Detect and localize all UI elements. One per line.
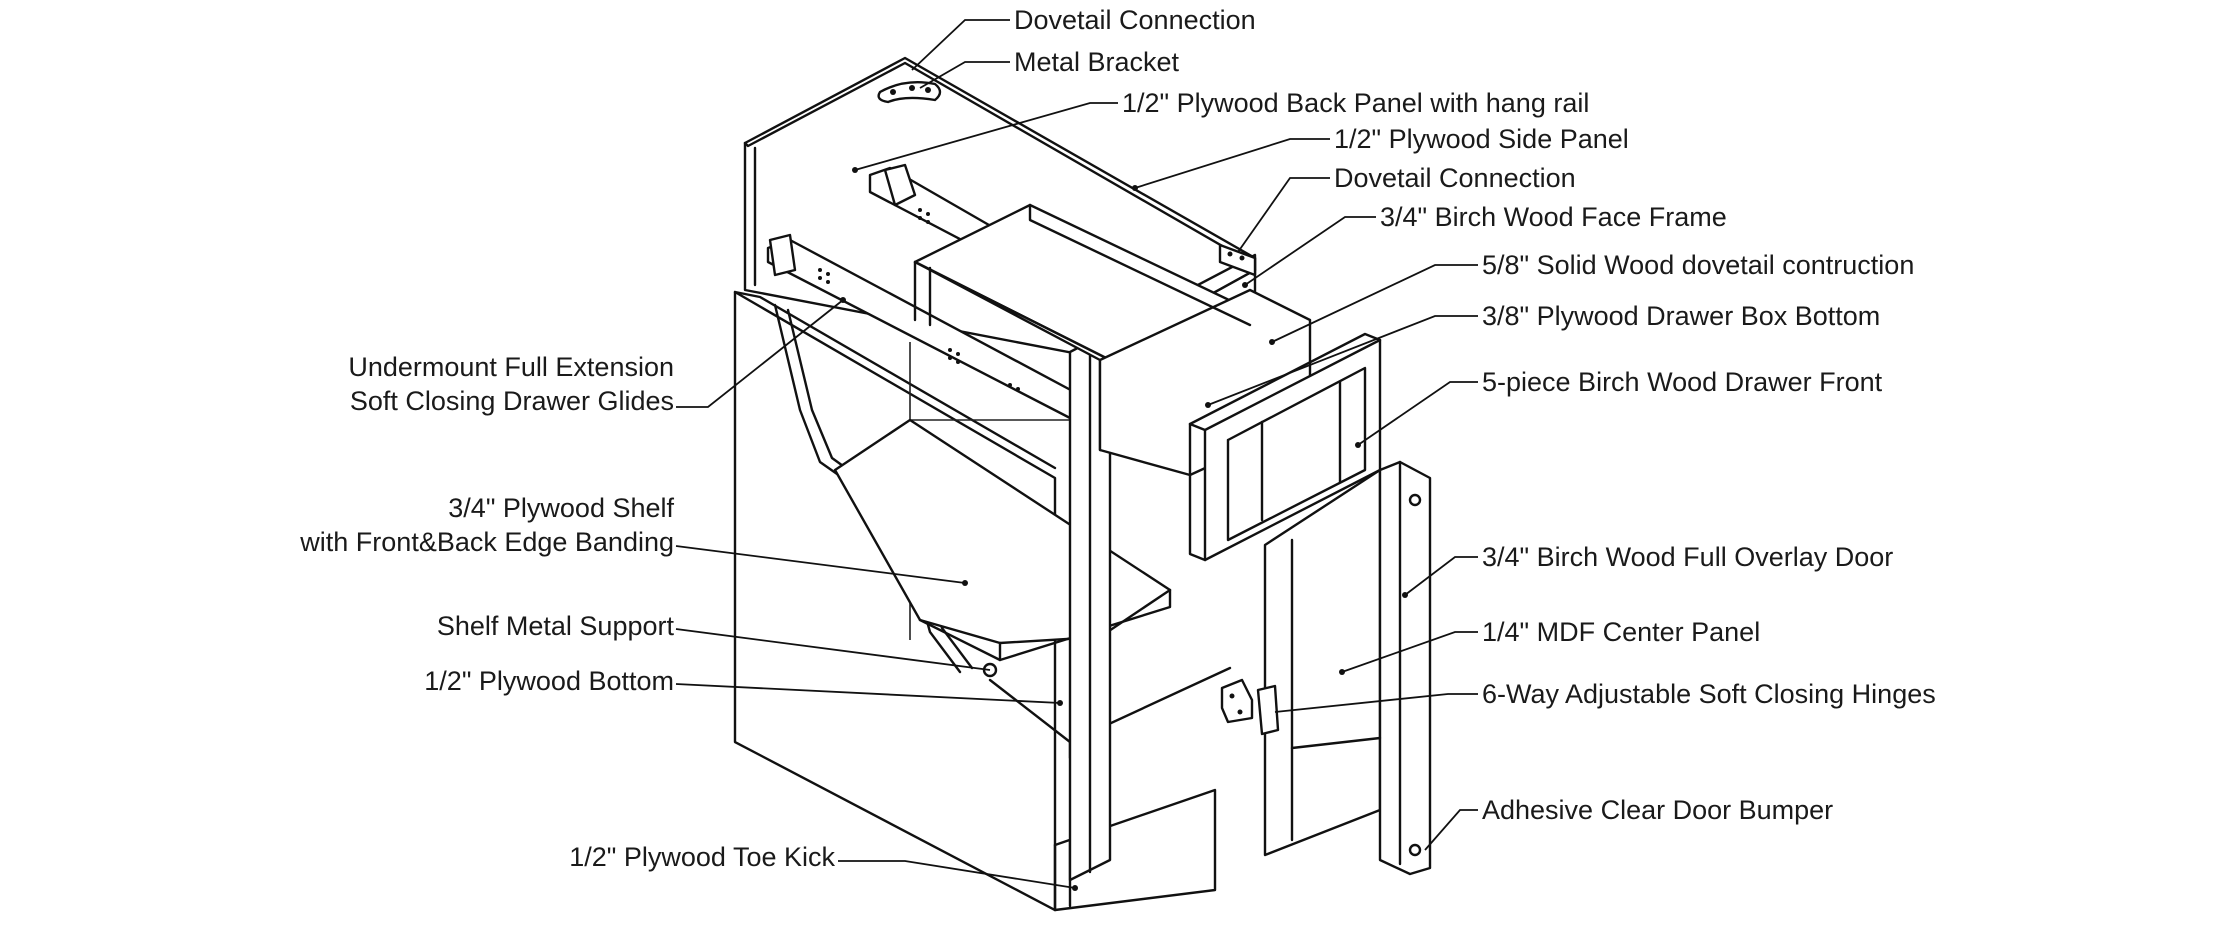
door-bumper xyxy=(1408,843,1422,857)
label-drawer-glides-line2: Soft Closing Drawer Glides xyxy=(350,386,674,416)
leader-dovetail-2 xyxy=(1237,177,1330,253)
leader-plywood-bottom xyxy=(675,683,1061,704)
leader-side-panel xyxy=(1134,138,1330,189)
label-dovetail-connection-top: Dovetail Connection xyxy=(1014,5,1256,35)
leader-drawer-front xyxy=(1357,381,1478,446)
label-door-bumper: Adhesive Clear Door Bumper xyxy=(1482,795,1833,825)
leader-back-panel xyxy=(854,102,1118,171)
label-plywood-bottom: 1/2" Plywood Bottom xyxy=(424,666,674,696)
label-drawer-front: 5-piece Birch Wood Drawer Front xyxy=(1482,367,1883,397)
label-shelf-support: Shelf Metal Support xyxy=(437,611,675,641)
label-toe-kick: 1/2" Plywood Toe Kick xyxy=(569,842,835,872)
door-hole-top xyxy=(1408,493,1422,507)
leader-drawer-box-bottom xyxy=(1207,315,1478,406)
leader-lines xyxy=(675,19,1478,891)
leader-dovetail-top xyxy=(911,19,1010,71)
label-center-panel: 1/4" MDF Center Panel xyxy=(1482,617,1760,647)
leader-center-panel xyxy=(1341,631,1478,673)
label-dovetail-construction: 5/8" Solid Wood dovetail contruction xyxy=(1482,250,1914,280)
leader-dovetail-construction xyxy=(1271,264,1478,343)
cabinet-drawing xyxy=(733,56,1432,912)
leader-drawer-glides xyxy=(676,299,844,408)
leader-hinges xyxy=(1274,693,1478,713)
door xyxy=(1263,460,1432,876)
label-drawer-box-bottom: 3/8" Plywood Drawer Box Bottom xyxy=(1482,301,1880,331)
label-back-panel: 1/2" Plywood Back Panel with hang rail xyxy=(1122,88,1589,118)
label-face-frame: 3/4" Birch Wood Face Frame xyxy=(1380,202,1727,232)
leader-door-bumper xyxy=(1424,809,1478,851)
leader-toe-kick xyxy=(838,860,1076,889)
label-door: 3/4" Birch Wood Full Overlay Door xyxy=(1482,542,1893,572)
label-dovetail-connection-2: Dovetail Connection xyxy=(1334,163,1576,193)
labels: Dovetail Connection Metal Bracket 1/2" P… xyxy=(299,5,1935,872)
leader-metal-bracket xyxy=(919,61,1010,89)
glide-holes xyxy=(818,208,1020,391)
leader-face-frame xyxy=(1244,216,1376,286)
label-shelf-line2: with Front&Back Edge Banding xyxy=(299,527,674,557)
hinges xyxy=(1220,678,1280,736)
label-shelf-line1: 3/4" Plywood Shelf xyxy=(448,493,674,523)
label-side-panel: 1/2" Plywood Side Panel xyxy=(1334,124,1629,154)
label-hinges: 6-Way Adjustable Soft Closing Hinges xyxy=(1482,679,1936,709)
leader-shelf xyxy=(675,545,966,584)
label-metal-bracket: Metal Bracket xyxy=(1014,47,1180,77)
metal-bracket xyxy=(877,81,942,104)
leader-shelf-support xyxy=(675,628,991,671)
label-drawer-glides-line1: Undermount Full Extension xyxy=(348,352,674,382)
leader-door xyxy=(1404,556,1478,596)
